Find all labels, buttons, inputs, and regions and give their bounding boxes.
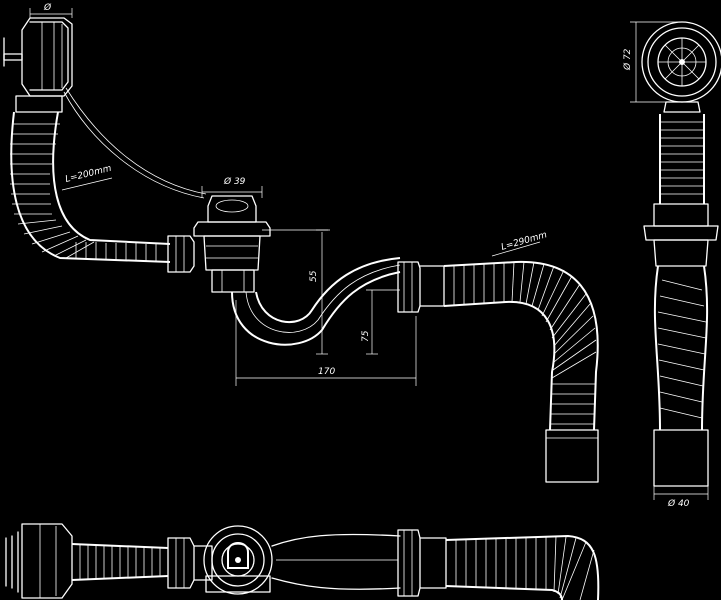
dim-outlet-diameter: Ø 39 — [223, 176, 246, 187]
overflow-hose — [10, 111, 195, 273]
waste-outlet: Ø 39 — [193, 176, 271, 293]
plan-view — [5, 523, 600, 600]
front-view: Ø L= — [3, 2, 599, 483]
plan-trap — [271, 529, 447, 597]
dim-cable-length: L=200mm — [64, 164, 113, 185]
plan-overflow-hose — [71, 537, 213, 589]
dim-hose-length: L=290mm — [500, 230, 548, 253]
s-trap — [231, 257, 445, 346]
dim-strainer-diameter: Ø 72 — [622, 48, 633, 71]
outlet-hose: L=290mm — [443, 230, 599, 483]
plan-waste — [203, 525, 273, 595]
cable-callout: L=200mm — [61, 87, 207, 199]
plan-overflow — [5, 523, 73, 599]
strainer: Ø 72 — [622, 21, 721, 103]
plan-outlet-hose — [445, 534, 600, 600]
dim-drain-diameter: Ø 40 — [667, 498, 690, 509]
overflow-head: Ø — [3, 2, 73, 113]
dim-seal-height: 55 — [309, 270, 319, 282]
side-view: Ø 72 Ø 40 — [622, 21, 721, 509]
dim-top-left-diameter: Ø — [43, 2, 52, 13]
trap-dimensions: 55 75 170 — [235, 229, 417, 386]
side-hose: Ø 40 — [643, 101, 719, 509]
dim-trap-depth: 75 — [361, 330, 371, 342]
dim-trap-width: 170 — [318, 367, 335, 377]
